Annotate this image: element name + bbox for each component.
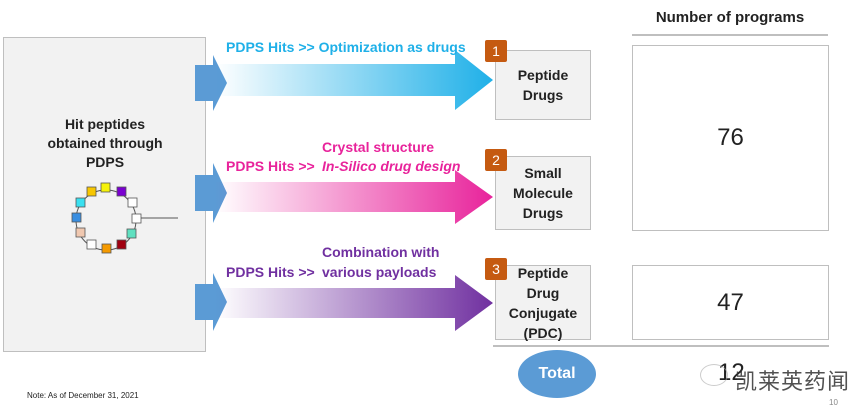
peptide-drugs-box: Peptide Drugs (495, 50, 591, 120)
route-1-label: PDPS Hits >> Optimization as drugs (226, 39, 466, 55)
route-3-detail-2: various payloads (322, 264, 437, 280)
count-76: 76 (632, 45, 829, 231)
route-2-detail-1: Crystal structure (322, 139, 435, 155)
peptide-ring-icon (71, 182, 178, 254)
route-2-label: PDPS Hits >> (226, 158, 315, 174)
source-box (3, 37, 206, 352)
count-47: 47 (632, 265, 829, 340)
combination-arrow-icon (215, 275, 493, 331)
header-divider (632, 34, 828, 36)
route-3-label: PDPS Hits >> (226, 264, 315, 280)
header-title: Number of programs (655, 9, 805, 26)
route-2-badge: 2 (485, 149, 507, 171)
total-divider (493, 345, 829, 347)
route-1-badge: 1 (485, 40, 507, 62)
watermark: 凯莱英药闻 (735, 369, 851, 394)
optimization-arrow-icon (215, 50, 493, 110)
route-3-badge: 3 (485, 258, 507, 280)
route-3-detail-1: Combination with (322, 244, 440, 260)
page-number: 10 (829, 398, 838, 407)
small-molecule-box: Small Molecule Drugs (495, 156, 591, 230)
route-2-detail-2: In-Silico drug design (322, 158, 461, 174)
wechat-icon (700, 364, 728, 386)
source-title: Hit peptides obtained through PDPS (47, 116, 163, 170)
insilico-arrow-icon (215, 170, 493, 224)
pdc-box: Peptide Drug Conjugate (PDC) (495, 265, 591, 341)
footnote: Note: As of December 31, 2021 (27, 391, 139, 400)
total-ellipse: Total (518, 350, 596, 398)
